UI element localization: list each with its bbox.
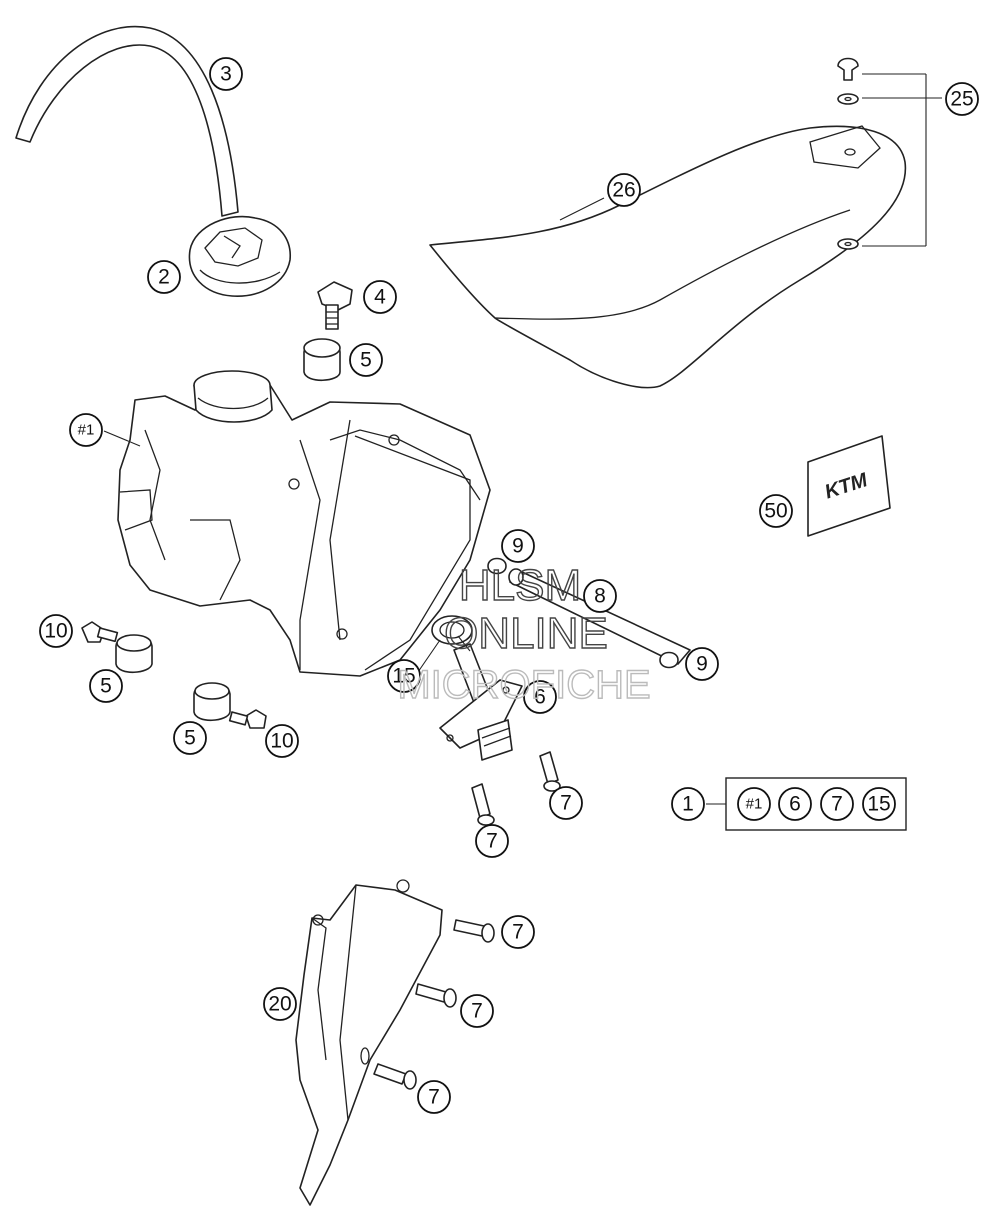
callout-20-label: 20 [268, 993, 291, 1016]
callout-7-b-label: 7 [486, 830, 498, 853]
hose-clamp-9-upper [487, 557, 507, 575]
kit-item-6[interactable]: 6 [778, 787, 812, 821]
callout-6[interactable]: 6 [523, 680, 557, 714]
screw-7-a [539, 751, 561, 792]
watermark-line-2: ONLINE [444, 609, 608, 658]
callout-9-lower[interactable]: 9 [685, 647, 719, 681]
callout-9-upper[interactable]: 9 [501, 529, 535, 563]
hose-clamp-9-lower [659, 651, 679, 669]
leader-lines [103, 73, 942, 805]
mount-bolt-10-left [81, 621, 119, 643]
screw-7-d [415, 983, 457, 1008]
callout-7-a-label: 7 [560, 792, 572, 815]
callout-10-left[interactable]: 10 [39, 614, 73, 648]
callout-7-c[interactable]: 7 [501, 915, 535, 949]
rubber-spacer-right [193, 682, 231, 722]
callout-3[interactable]: 3 [209, 57, 243, 91]
callout-7-d[interactable]: 7 [460, 994, 494, 1028]
breather-hose [15, 25, 239, 217]
callout-3-label: 3 [220, 63, 232, 86]
fuel-line [508, 568, 691, 665]
callout-5-right-label: 5 [184, 727, 196, 750]
callout-5-left[interactable]: 5 [89, 669, 123, 703]
callout-9-lower-label: 9 [696, 653, 708, 676]
callout-tank-label: #1 [78, 422, 95, 439]
callout-2[interactable]: 2 [147, 260, 181, 294]
callout-5-right[interactable]: 5 [173, 721, 207, 755]
kit-item-6-label: 6 [789, 793, 801, 816]
callout-4-label: 4 [374, 286, 386, 309]
kit-item-tank[interactable]: #1 [737, 787, 771, 821]
callout-15[interactable]: 15 [387, 659, 421, 693]
callout-7-a[interactable]: 7 [549, 786, 583, 820]
tank-bolt-4 [317, 281, 353, 330]
callout-26[interactable]: 26 [607, 173, 641, 207]
callout-8[interactable]: 8 [583, 579, 617, 613]
callout-2-label: 2 [158, 266, 170, 289]
kit-item-tank-label: #1 [746, 796, 763, 813]
callout-50[interactable]: 50 [759, 494, 793, 528]
screw-7-c [453, 919, 495, 943]
kit-item-15[interactable]: 15 [862, 787, 896, 821]
callout-5-upper-label: 5 [360, 349, 372, 372]
seat-fastener [837, 57, 859, 250]
kit-item-15-label: 15 [867, 793, 890, 816]
callout-20[interactable]: 20 [263, 987, 297, 1021]
callout-26-label: 26 [612, 179, 635, 202]
seat [429, 125, 907, 389]
callout-tank[interactable]: #1 [69, 413, 103, 447]
watermark: HLSM ONLINE MICROFICHE [397, 560, 652, 707]
callout-7-e-label: 7 [428, 1086, 440, 1109]
callout-7-c-label: 7 [512, 921, 524, 944]
callout-25-label: 25 [950, 88, 973, 111]
callout-50-label: 50 [764, 500, 787, 523]
callout-10-right[interactable]: 10 [265, 724, 299, 758]
callout-15-label: 15 [392, 665, 415, 688]
rubber-spacer-left [115, 634, 153, 674]
callout-7-e[interactable]: 7 [417, 1080, 451, 1114]
screw-7-b [471, 783, 495, 826]
callout-4[interactable]: 4 [363, 280, 397, 314]
callout-10-left-label: 10 [44, 620, 67, 643]
callout-5-left-label: 5 [100, 675, 112, 698]
callout-6-label: 6 [534, 686, 546, 709]
callout-7-d-label: 7 [471, 1000, 483, 1023]
callout-5-upper[interactable]: 5 [349, 343, 383, 377]
callout-25[interactable]: 25 [945, 82, 979, 116]
ktm-decal: KTM [807, 435, 891, 537]
tank-spoiler [295, 879, 443, 1206]
callout-9-upper-label: 9 [512, 535, 524, 558]
screw-7-e [373, 1063, 417, 1090]
fuel-tap-seal [431, 615, 473, 645]
fuel-cap [188, 215, 291, 297]
rubber-spacer-upper [303, 338, 341, 382]
fuel-tap [439, 643, 523, 761]
watermark-line-3: MICROFICHE [397, 663, 650, 707]
callout-1[interactable]: 1 [671, 787, 705, 821]
callout-7-b[interactable]: 7 [475, 824, 509, 858]
mount-bolt-10-right [228, 709, 267, 729]
watermark-line-1: HLSM [459, 561, 581, 610]
callout-8-label: 8 [594, 585, 606, 608]
kit-item-7[interactable]: 7 [820, 787, 854, 821]
fuel-tank [117, 370, 491, 677]
kit-item-7-label: 7 [831, 793, 843, 816]
callout-10-right-label: 10 [270, 730, 293, 753]
callout-1-label: 1 [682, 793, 694, 816]
